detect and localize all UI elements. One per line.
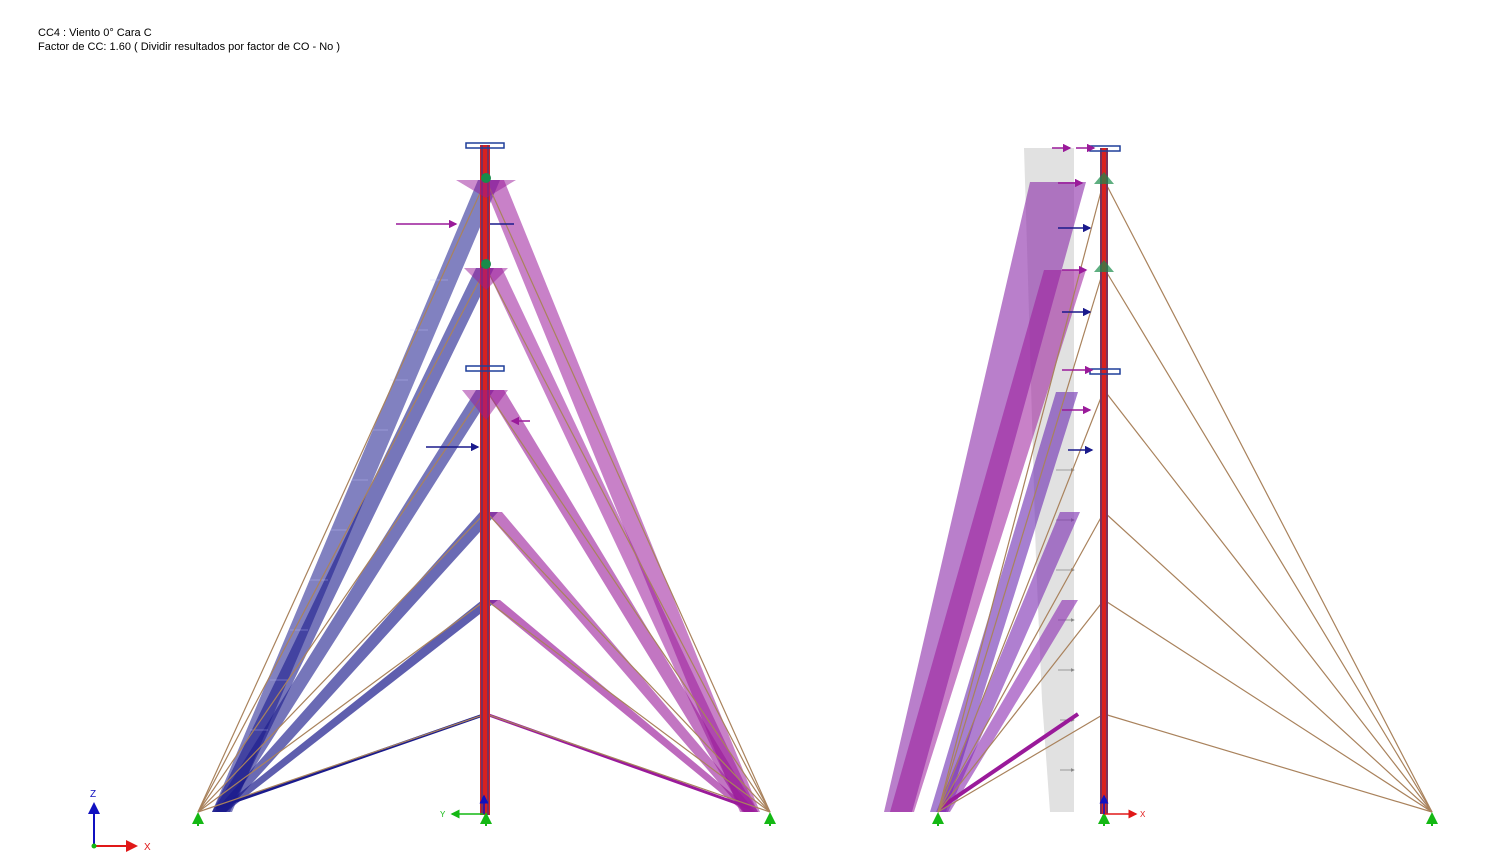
right-elevation-view: X: [884, 143, 1438, 826]
left-y-axis-label: Y: [440, 810, 446, 819]
load-case-title: CC4 : Viento 0° Cara C: [38, 27, 152, 39]
right-supports: [932, 812, 1438, 826]
left-guy-loads-blue: [212, 180, 500, 812]
global-x-axis-label: X: [144, 842, 151, 853]
load-case-header: CC4 : Viento 0° Cara C Factor de CC: 1.6…: [38, 26, 340, 54]
left-guy-wires: [197, 179, 771, 813]
right-wind-arrows: [1052, 143, 1096, 455]
right-local-axes: X: [1099, 794, 1146, 819]
left-mast: [465, 142, 505, 815]
right-x-axis-label: X: [1140, 810, 1146, 819]
left-wind-arrows: [396, 219, 530, 452]
left-attachment-platforms: [456, 173, 516, 420]
left-guy-loads-magenta: [482, 180, 760, 812]
global-z-axis-label: Z: [90, 789, 96, 800]
right-guy-loads: [884, 182, 1086, 812]
left-supports: [192, 812, 776, 826]
right-guy-wires: [937, 179, 1433, 813]
left-local-axes: Y: [440, 794, 489, 819]
load-factor-text: Factor de CC: 1.60 ( Dividir resultados …: [38, 41, 340, 53]
global-axis-triad: Z X: [88, 789, 151, 853]
left-elevation-view: Y: [192, 142, 776, 826]
right-mast: [1089, 145, 1121, 814]
